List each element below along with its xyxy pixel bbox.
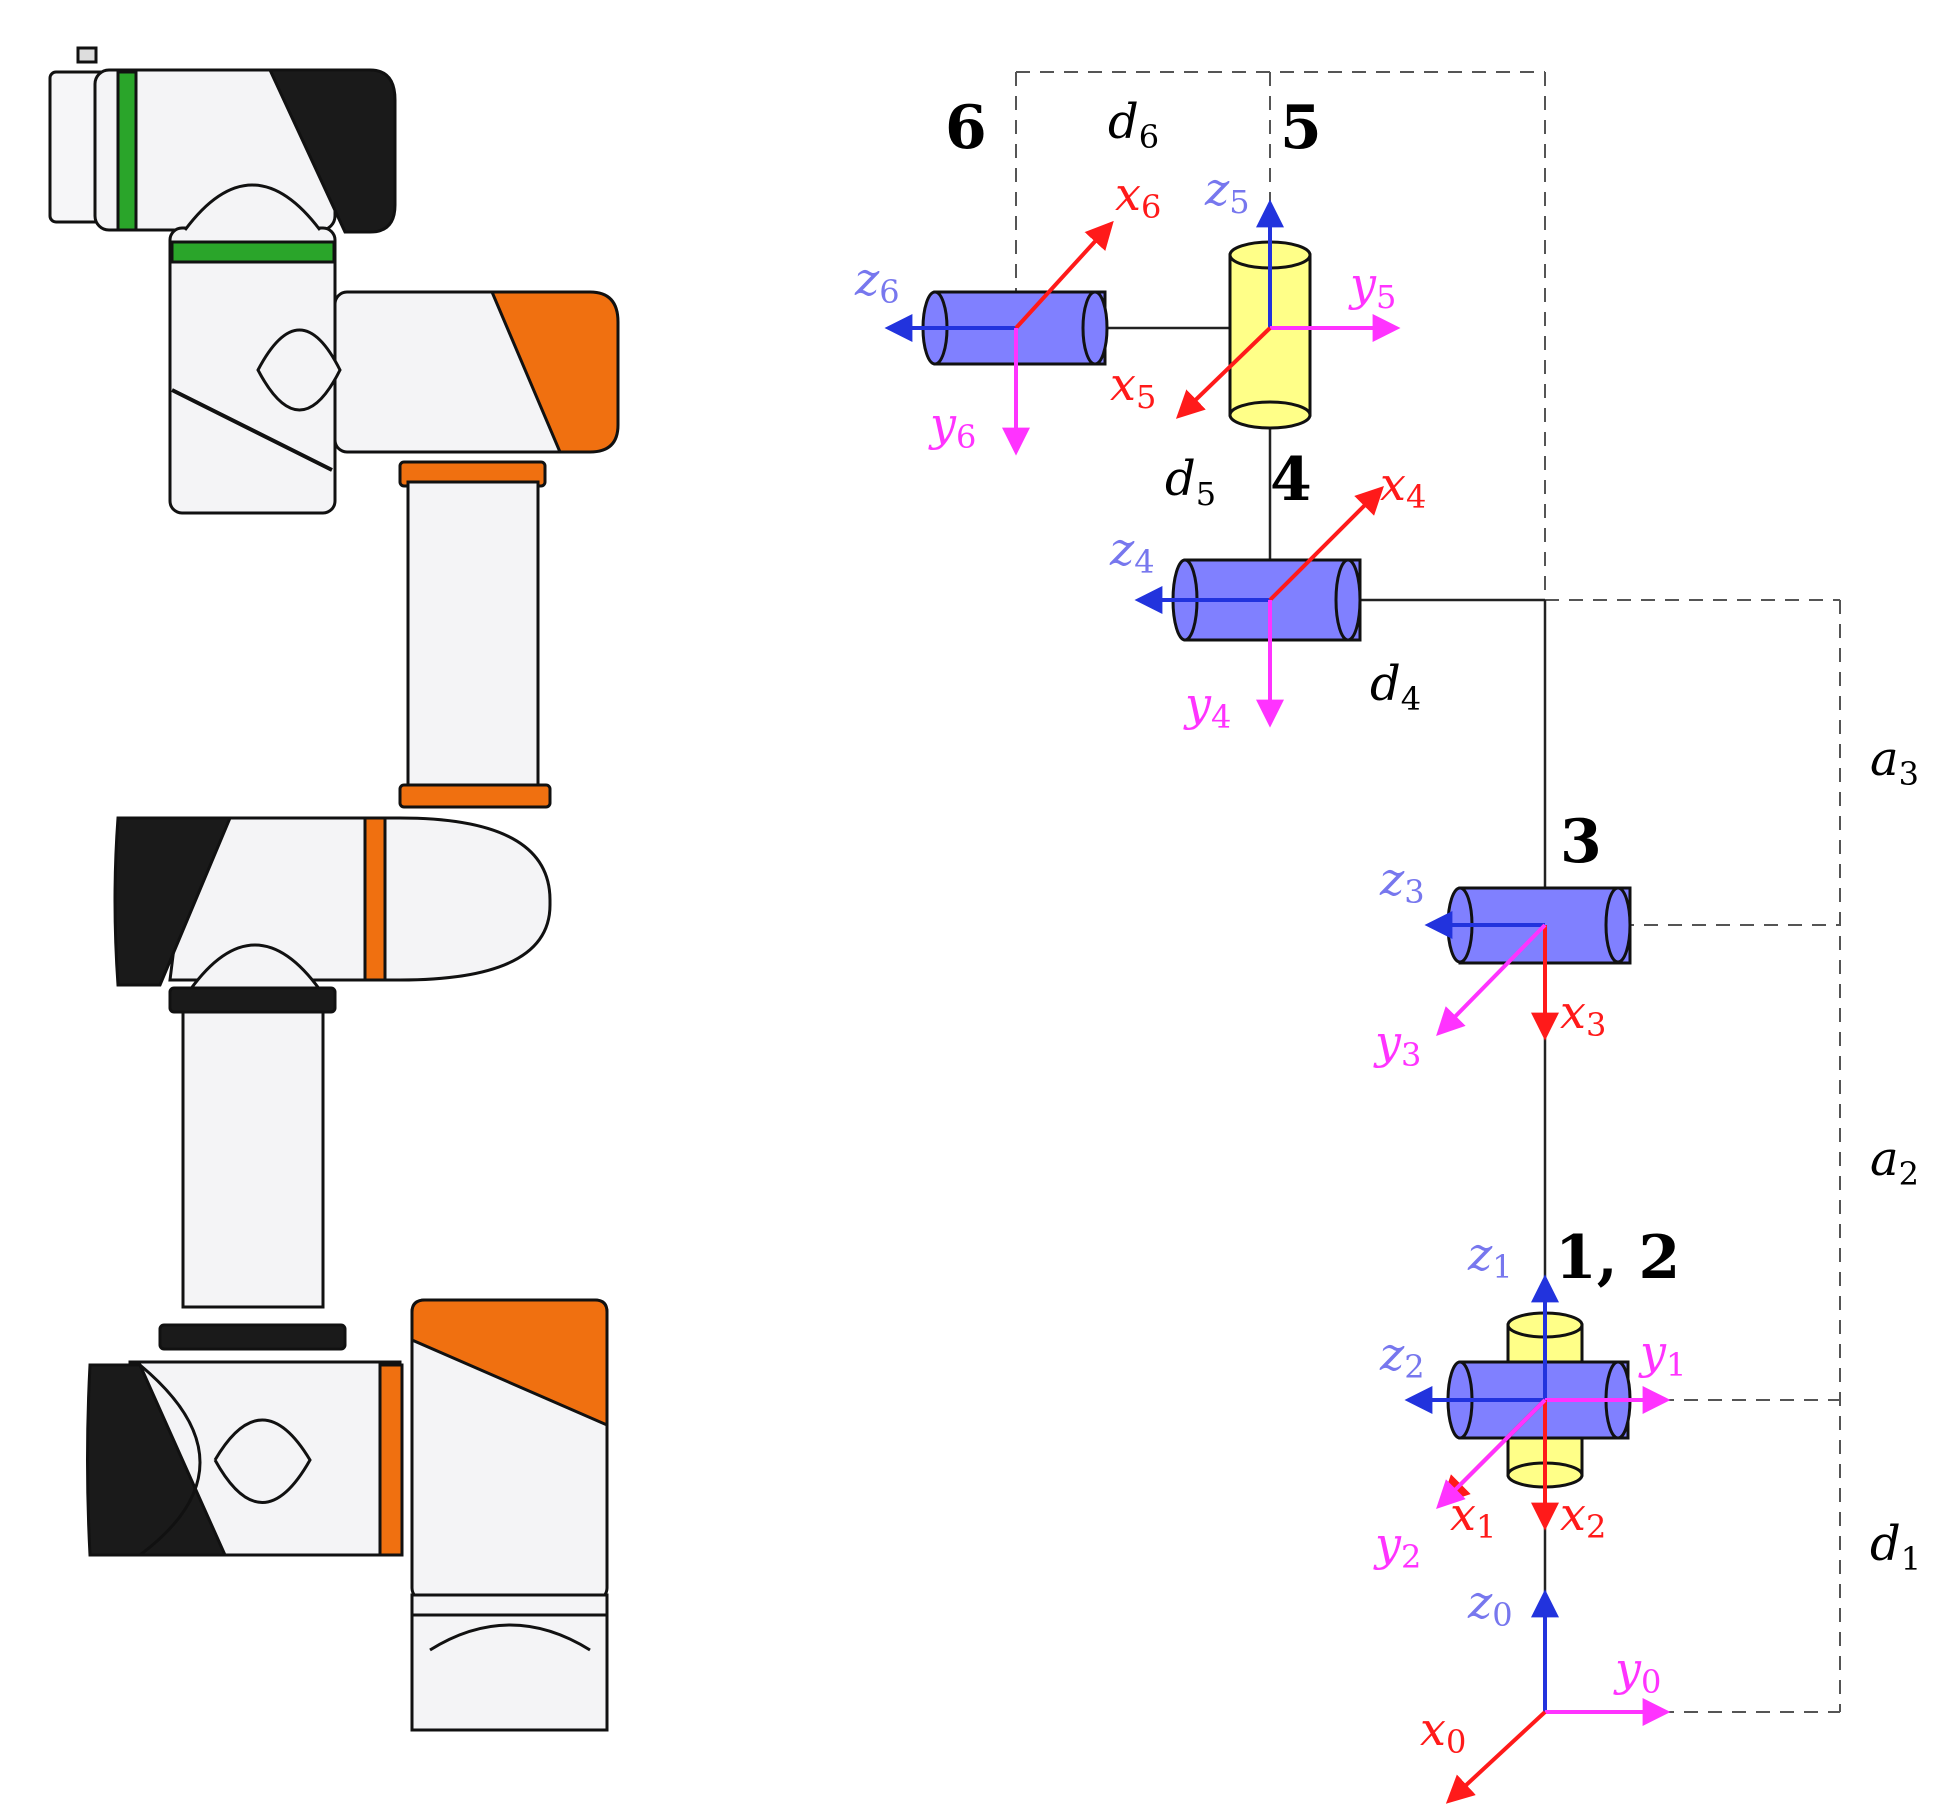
joint-number-4: 4 [1270,445,1312,515]
label-y6: y6 [928,397,976,456]
joint-number-3: 3 [1560,807,1602,877]
label-z0: z0 [1467,1575,1513,1634]
x4-axis [1268,486,1384,602]
joint-numbers: 6 5 4 3 1, 2 [945,93,1680,1293]
x0-axis [1445,1710,1547,1804]
robot-shoulder [86,1360,404,1557]
label-y4: y4 [1183,677,1231,736]
x6-axis [1014,220,1114,330]
dimension-lines [1015,71,1841,1713]
label-x3: x3 [1560,985,1606,1044]
dimension-d5: d5 [1165,451,1216,513]
robot-arm-illustration [48,46,620,1732]
label-z2: z2 [1379,1327,1425,1386]
axis-labels: x6 x5 x4 x3 x1 x2 x0 y6 y5 y4 y3 y1 y2 y… [854,162,1686,1761]
dimension-a2: a2 [1870,1131,1919,1193]
dimension-d6: d6 [1108,94,1159,156]
dimension-d1: d1 [1870,1516,1921,1578]
y2-axis [1436,1398,1547,1509]
label-y0: y0 [1613,1642,1661,1701]
x5-axis [1175,326,1272,419]
robot-wrist-2 [168,183,620,515]
dimension-a3: a3 [1870,731,1919,793]
label-y2: y2 [1373,1517,1421,1576]
label-z1: z1 [1467,1227,1513,1286]
robot-forearm [398,460,552,809]
label-x5: x5 [1110,357,1156,416]
label-z3: z3 [1379,852,1425,911]
dimension-d4: d4 [1370,656,1421,718]
label-x0: x0 [1420,1702,1466,1761]
label-x2: x2 [1560,1487,1606,1546]
joint-number-1-2: 1, 2 [1555,1223,1680,1293]
label-z5: z5 [1204,162,1250,221]
label-y1: y1 [1638,1325,1686,1384]
label-x1: x1 [1450,1487,1496,1546]
label-z6: z6 [854,252,900,311]
axis-arrows [884,199,1671,1804]
joint-number-5: 5 [1280,93,1322,163]
label-y3: y3 [1373,1015,1421,1074]
dimension-labels: d6 d5 d4 a3 a2 d1 [1108,94,1921,1578]
label-z4: z4 [1109,522,1155,581]
label-x4: x4 [1380,457,1426,516]
label-x6: x6 [1115,167,1161,226]
robot-upper-arm [158,986,347,1351]
y3-axis [1436,923,1547,1036]
label-y5: y5 [1348,257,1396,316]
robot-base [410,1298,609,1732]
robot-elbow [113,816,552,991]
joint-number-6: 6 [945,93,987,163]
